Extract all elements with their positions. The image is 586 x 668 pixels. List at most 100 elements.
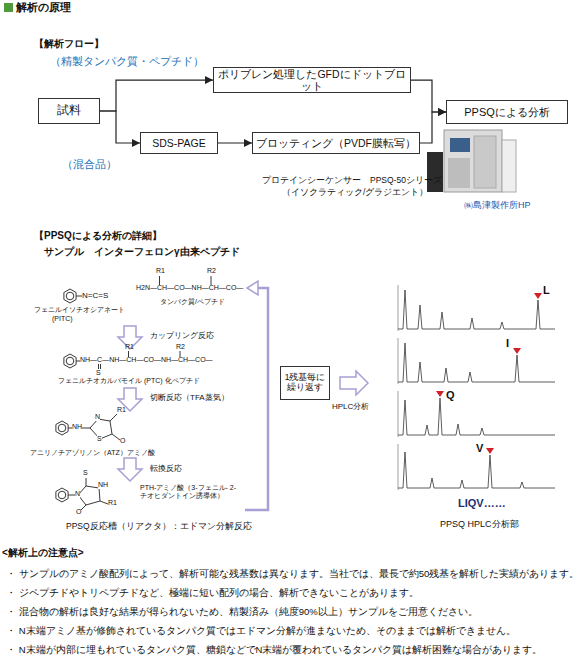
label-text: サンプル インターフェロンγ由来ペプチド xyxy=(44,246,240,258)
label-text: S xyxy=(83,469,88,477)
box-text: ポリブレン処理したGFDにドットブロット xyxy=(214,68,410,92)
label-text: ・ 混合物の解析は良好な結果が得られないため、精製済み（純度90%以上）サンプル… xyxy=(6,607,478,618)
benzene-ring xyxy=(66,357,74,365)
label-text: NH—C—NH—CH—CO—NH—CH—CO— xyxy=(80,356,213,364)
label-text: <解析上の注意点> xyxy=(2,547,84,559)
box-text: 1残基毎に繰り返す xyxy=(281,373,329,393)
label-text: N xyxy=(75,490,80,498)
benzene-ring xyxy=(66,292,74,300)
label-text: アニリノチアゾリノン（ATZ）アミノ酸 xyxy=(30,449,155,457)
label-text: （混合品） xyxy=(62,158,117,171)
label-text: （イソクラティック/グラジエント） xyxy=(282,188,428,198)
label-text: HPLC分析 xyxy=(332,402,369,411)
bond-line xyxy=(86,478,87,486)
label-text: フェニルチオカルバモイル (PTC) 化ペプチド xyxy=(58,377,200,385)
label-text: タンパク質/ペプチド xyxy=(160,298,225,306)
label-text: PPSQ反応槽（リアクタ）：エドマン分解反応 xyxy=(66,522,252,532)
bond-line xyxy=(100,364,101,369)
process-box: 1残基毎に繰り返す xyxy=(280,366,330,400)
label-text: PTH-アミノ酸（3-フェニル- 2-チオヒダントイン誘導体） xyxy=(140,484,240,500)
flow-arrow xyxy=(218,142,252,143)
process-box: SDS-PAGE xyxy=(140,132,218,154)
box-text: SDS-PAGE xyxy=(152,137,205,149)
label-text: 【PPSQによる分析の詳細】 xyxy=(34,230,162,242)
label-text: NH xyxy=(72,423,82,431)
flow-arrow xyxy=(100,80,213,111)
process-box: 試料 xyxy=(38,98,100,124)
label-text: フェニルイソチオシアネート xyxy=(34,306,125,314)
process-box: PPSQによる分析 xyxy=(446,100,568,124)
label-text: プロテインシーケンサー PPSQ-50シリーズ xyxy=(262,176,442,186)
label-text: N=C=S xyxy=(82,291,108,300)
label-text: N xyxy=(95,413,100,421)
heading-square xyxy=(4,3,13,12)
flow-arrow xyxy=(420,112,446,143)
box-text: 試料 xyxy=(57,104,81,118)
label-text: R1 xyxy=(108,499,117,507)
chromatogram-trace xyxy=(398,398,555,435)
chart-axis xyxy=(398,391,399,437)
benzene-ring xyxy=(58,491,66,499)
label-text: O xyxy=(76,508,81,516)
instrument-part xyxy=(502,140,516,192)
benzene-ring xyxy=(58,424,66,432)
label-text: （精製タンパク質・ペプチド） xyxy=(50,55,204,68)
label-text: S xyxy=(97,435,102,443)
instrument-part xyxy=(427,152,443,192)
bond-line xyxy=(211,276,212,285)
label-text: R1 xyxy=(117,406,126,414)
process-box: ポリブレン処理したGFDにドットブロット xyxy=(213,67,411,93)
label-text: R2 xyxy=(207,267,216,275)
instrument-screen xyxy=(450,138,470,152)
chromatogram-trace xyxy=(398,343,555,382)
label-text: H2N—CH—CO—NH—CH—CO— xyxy=(136,284,243,292)
instrument-part xyxy=(474,136,496,188)
label-text: Q xyxy=(446,389,455,402)
page-title: 解析の原理 xyxy=(16,1,71,14)
chromatogram-trace xyxy=(398,452,555,488)
label-text: PPSQ HPLC分析部 xyxy=(440,519,519,529)
bond-line xyxy=(68,428,72,429)
repeat-arrowhead xyxy=(247,281,258,295)
label-text: 切断反応（TFA蒸気） xyxy=(150,393,229,402)
box-text: ブロッティング（PVDF膜転写） xyxy=(256,137,416,149)
bond-line xyxy=(98,364,99,369)
label-text: ・ N末端が内部に埋もれているタンパク質、糖鎖などでN末端が覆われているタンパク… xyxy=(6,645,542,656)
flow-arrow xyxy=(411,80,446,112)
bond-line xyxy=(159,276,160,285)
bond-line xyxy=(110,414,117,421)
label-text: カップリング反応 xyxy=(150,331,214,340)
label-text: R2 xyxy=(176,343,185,351)
box-text: PPSQによる分析 xyxy=(464,106,550,119)
peak-marker xyxy=(436,391,444,397)
label-text: (PITC) xyxy=(52,315,73,323)
label-text: L xyxy=(543,284,550,297)
label-text: ㈱島津製作所HP xyxy=(464,200,531,210)
benzene-ring xyxy=(56,488,68,502)
label-text: ・ ジペプチドやトリペプチドなど、極端に短い配列の場合、解析できないことがありま… xyxy=(6,588,419,599)
label-text: ・ N末端アミノ基が修飾されているタンパク質ではエドマン分解が進まないため、その… xyxy=(6,626,516,637)
instrument-part xyxy=(448,158,470,188)
chart-axis xyxy=(398,338,399,384)
label-text: 転換反応 xyxy=(150,464,182,473)
hplc-arrow xyxy=(340,371,368,395)
bond-line xyxy=(100,501,108,504)
benzene-ring xyxy=(64,289,76,303)
label-text: 【解析フロー】 xyxy=(34,38,104,50)
chromatogram-trace xyxy=(398,290,555,329)
chart-axis xyxy=(398,444,399,490)
label-text: LIQV…… xyxy=(458,497,506,510)
peak-marker xyxy=(486,448,494,454)
chart-axis xyxy=(398,285,399,331)
instrument-body xyxy=(444,130,502,192)
bond-line xyxy=(76,296,82,297)
repeat-bracket xyxy=(245,288,268,510)
hydantoin-ring xyxy=(78,486,100,505)
label-text: R1 xyxy=(125,343,134,351)
benzene-ring xyxy=(64,354,76,368)
bond-line xyxy=(81,505,86,510)
label-text: R1 xyxy=(156,267,165,275)
label-text: ・ サンプルのアミノ酸配列によって、解析可能な残基数は異なります。当社では、最長… xyxy=(6,569,579,580)
bond-line xyxy=(112,434,120,440)
label-text: V xyxy=(476,442,483,455)
